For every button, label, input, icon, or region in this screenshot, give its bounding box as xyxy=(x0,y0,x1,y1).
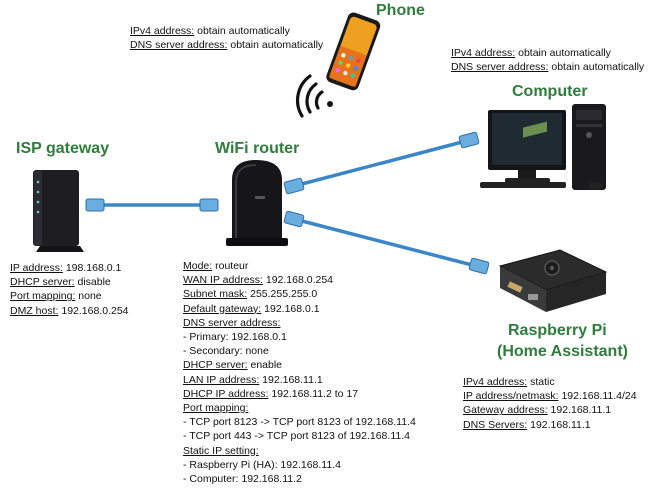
router-label: DHCP IP address: xyxy=(183,387,269,400)
raspberry-settings: IPv4 address: static IP address/netmask:… xyxy=(463,375,637,432)
computer-settings: IPv4 address: obtain automatically DNS s… xyxy=(451,46,644,74)
router-line: Subnet mask: 255.255.255.0 xyxy=(183,287,416,301)
computer-dns-value: obtain automatically xyxy=(548,61,645,74)
computer-icon xyxy=(480,104,606,190)
raspberry-dns-row: DNS Servers: 192.168.11.1 xyxy=(463,418,637,432)
router-line: - Secondary: none xyxy=(183,344,416,358)
raspberry-ip-value: 192.168.11.4/24 xyxy=(558,390,637,403)
raspberry-ipv4-label: IPv4 address: xyxy=(463,376,528,388)
phone-dns-value: obtain automatically xyxy=(227,39,324,52)
computer-ipv4-row: IPv4 address: obtain automatically xyxy=(451,46,644,60)
computer-title: Computer xyxy=(512,83,588,100)
computer-ipv4-value: obtain automatically xyxy=(515,47,611,59)
router-line: - Raspberry Pi (HA): 192.168.11.4 xyxy=(183,458,416,472)
router-line: DHCP server: enable xyxy=(183,358,416,372)
router-line: Default gateway: 192.168.0.1 xyxy=(183,302,416,316)
router-line: Port mapping: xyxy=(183,401,416,415)
router-line: - Computer: 192.168.11.2 xyxy=(183,472,416,486)
phone-dns-row: DNS server address: obtain automatically xyxy=(130,38,323,52)
router-line: - TCP port 8123 -> TCP port 8123 of 192.… xyxy=(183,415,416,429)
isp-dhcp-row: DHCP server: disable xyxy=(10,275,129,289)
isp-gateway-title: ISP gateway xyxy=(16,140,110,157)
phone-icon xyxy=(326,12,381,91)
router-value: - TCP port 443 -> TCP port 8123 of 192.1… xyxy=(183,430,410,443)
router-line: - Primary: 192.168.0.1 xyxy=(183,330,416,344)
isp-portmap-value: none xyxy=(75,290,102,303)
isp-dhcp-label: DHCP server: xyxy=(10,276,75,289)
router-value: - Secondary: none xyxy=(183,345,269,358)
router-value: - Raspberry Pi (HA): 192.168.11.4 xyxy=(183,458,341,471)
phone-dns-label: DNS server address: xyxy=(130,39,228,52)
cable-isp-router xyxy=(85,198,219,212)
isp-dmz-label: DMZ host: xyxy=(10,304,59,317)
phone-ipv4-row: IPv4 address: obtain automatically xyxy=(130,24,323,38)
router-line: - TCP port 443 -> TCP port 8123 of 192.1… xyxy=(183,429,416,443)
phone-ipv4-label: IPv4 address: xyxy=(130,25,195,37)
router-line: Static IP setting: xyxy=(183,444,416,458)
router-label: DHCP server: xyxy=(183,359,248,372)
router-value: 192.168.0.254 xyxy=(262,274,334,287)
isp-ip-row: IP address: 198.168.0.1 xyxy=(10,261,129,275)
router-label: Static IP setting: xyxy=(183,444,259,457)
computer-ipv4-label: IPv4 address: xyxy=(451,47,516,59)
wireless-signal-icon xyxy=(296,74,333,118)
router-label: WAN IP address: xyxy=(183,274,263,287)
raspberry-gateway-row: Gateway address: 192.168.11.1 xyxy=(463,403,637,417)
router-label: DNS server address: xyxy=(183,316,281,329)
isp-ip-label: IP address: xyxy=(10,262,63,274)
router-line: DHCP IP address: 192.168.11.2 to 17 xyxy=(183,387,416,401)
raspberry-gateway-value: 192.168.11.1 xyxy=(547,404,612,417)
wifi-router-settings: Mode: routeur WAN IP address: 192.168.0.… xyxy=(183,259,416,486)
raspberry-gateway-label: Gateway address: xyxy=(463,404,548,417)
cable-router-computer xyxy=(283,131,480,195)
router-label: Mode: xyxy=(183,260,213,272)
phone-ipv4-value: obtain automatically xyxy=(194,25,290,37)
router-label: Subnet mask: xyxy=(183,288,248,301)
router-value: routeur xyxy=(212,260,249,272)
router-line: DNS server address: xyxy=(183,316,416,330)
router-label: Port mapping: xyxy=(183,402,249,415)
phone-title: Phone xyxy=(376,2,425,19)
raspberry-dns-label: DNS Servers: xyxy=(463,418,528,431)
isp-dmz-row: DMZ host: 192.168.0.254 xyxy=(10,304,129,318)
router-line: WAN IP address: 192.168.0.254 xyxy=(183,273,416,287)
router-label: Default gateway: xyxy=(183,302,262,315)
isp-gateway-settings: IP address: 198.168.0.1 DHCP server: dis… xyxy=(10,261,129,318)
isp-portmap-label: Port mapping: xyxy=(10,290,76,303)
wifi-router-title: WiFi router xyxy=(215,140,300,157)
computer-dns-label: DNS server address: xyxy=(451,61,549,74)
raspberry-title-line1: Raspberry Pi xyxy=(508,322,607,339)
router-value: 192.168.11.1 xyxy=(259,373,323,386)
isp-portmap-row: Port mapping: none xyxy=(10,289,129,303)
raspberry-ipv4-row: IPv4 address: static xyxy=(463,375,637,389)
isp-dhcp-value: disable xyxy=(74,276,111,289)
computer-dns-row: DNS server address: obtain automatically xyxy=(451,60,644,74)
router-value: 192.168.0.1 xyxy=(261,302,320,315)
isp-gateway-icon xyxy=(33,170,84,252)
router-label: LAN IP address: xyxy=(183,373,260,386)
isp-dmz-value: 192.168.0.254 xyxy=(58,304,129,317)
raspberry-title-line2: (Home Assistant) xyxy=(497,343,628,360)
router-value: 192.168.11.2 to 17 xyxy=(268,387,359,400)
router-value: - Computer: 192.168.11.2 xyxy=(183,473,302,486)
cable-router-raspberry xyxy=(283,210,490,275)
wifi-router-icon xyxy=(226,160,288,246)
router-value: - TCP port 8123 -> TCP port 8123 of 192.… xyxy=(183,416,416,429)
raspberry-ip-row: IP address/netmask: 192.168.11.4/24 xyxy=(463,389,637,403)
router-value: enable xyxy=(247,359,283,372)
phone-settings: IPv4 address: obtain automatically DNS s… xyxy=(130,24,323,52)
router-value: - Primary: 192.168.0.1 xyxy=(183,331,287,344)
router-line: LAN IP address: 192.168.11.1 xyxy=(183,373,416,387)
raspberry-ipv4-value: static xyxy=(527,376,555,388)
router-line: Mode: routeur xyxy=(183,259,416,273)
router-value: 255.255.255.0 xyxy=(247,288,318,301)
raspberry-pi-icon xyxy=(498,121,608,312)
raspberry-dns-value: 192.168.11.1 xyxy=(527,418,591,431)
raspberry-ip-label: IP address/netmask: xyxy=(463,390,559,403)
isp-ip-value: 198.168.0.1 xyxy=(62,262,122,274)
